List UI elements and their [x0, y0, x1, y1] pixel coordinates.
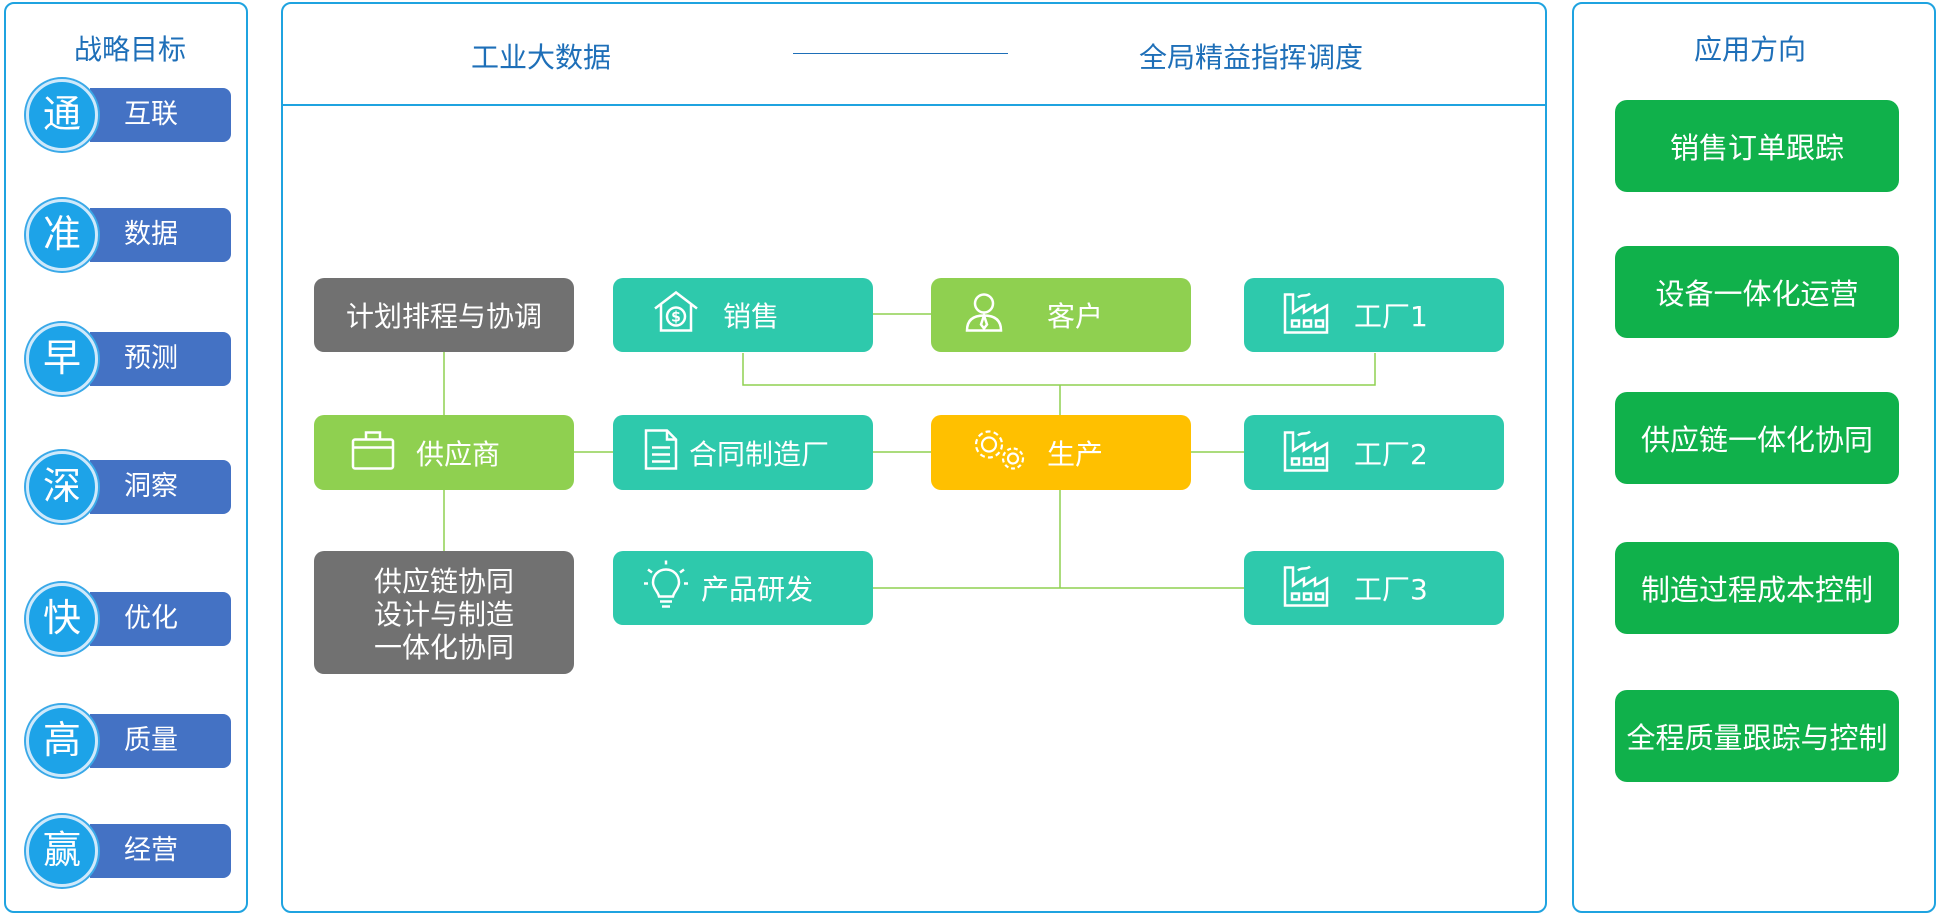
- sales-label: 销售: [723, 300, 780, 333]
- application-item: 销售订单跟踪: [1615, 100, 1899, 192]
- gears-icon: [969, 424, 1031, 481]
- strategy-title: 战略目标: [74, 33, 187, 66]
- briefcase-icon: [350, 427, 396, 478]
- strategy-label: 互联: [90, 88, 231, 142]
- supplier-node: 供应商: [314, 415, 574, 490]
- customer-node: 客户: [931, 278, 1191, 352]
- strategy-label: 数据: [90, 208, 231, 262]
- factory1-label: 工厂1: [1354, 300, 1428, 333]
- plan-node: 计划排程与协调: [314, 278, 574, 352]
- application-title: 应用方向: [1694, 33, 1807, 66]
- supply-chain-line: 设计与制造: [373, 598, 514, 631]
- supply-chain-line: 供应链协同: [373, 565, 514, 598]
- header-divider: [793, 53, 1008, 54]
- strategy-label: 质量: [90, 714, 231, 768]
- application-item: 设备一体化运营: [1615, 246, 1899, 338]
- svg-text:$: $: [671, 310, 681, 326]
- contract-label: 合同制造厂: [689, 437, 830, 471]
- strategy-label: 经营: [90, 824, 231, 878]
- rnd-label: 产品研发: [701, 573, 814, 606]
- sales-node: $ 销售: [613, 278, 873, 352]
- production-node: 生产: [931, 415, 1191, 490]
- production-label: 生产: [1047, 437, 1104, 471]
- application-item: 供应链一体化协同: [1615, 392, 1899, 484]
- lightbulb-icon: [643, 560, 689, 617]
- strategy-char: 快: [26, 583, 98, 655]
- strategy-panel: 战略目标 互联 通 数据 准 预测 早 洞察 深 优化 快 质量 高 经营 赢: [4, 2, 248, 913]
- strategy-label: 优化: [90, 592, 231, 646]
- strategy-label: 预测: [90, 332, 231, 386]
- person-icon: [961, 289, 1007, 342]
- factory3-node: 工厂3: [1244, 551, 1504, 625]
- application-item: 制造过程成本控制: [1615, 542, 1899, 634]
- strategy-char: 早: [26, 323, 98, 395]
- supplier-label: 供应商: [416, 437, 501, 471]
- header-right-title: 全局精益指挥调度: [1139, 41, 1364, 74]
- plan-label: 计划排程与协调: [345, 300, 542, 333]
- money-house-icon: $: [651, 289, 701, 342]
- rnd-node: 产品研发: [613, 551, 873, 625]
- supply-chain-node: 供应链协同 设计与制造 一体化协同: [314, 551, 574, 674]
- factory-icon: [1282, 426, 1330, 479]
- supply-chain-line: 一体化协同: [373, 631, 514, 664]
- strategy-char: 高: [26, 705, 98, 777]
- connector-line: [742, 353, 1376, 386]
- strategy-char: 通: [26, 79, 98, 151]
- application-item: 全程质量跟踪与控制: [1615, 690, 1899, 782]
- factory-icon: [1282, 562, 1330, 615]
- strategy-char: 深: [26, 451, 98, 523]
- strategy-label: 洞察: [90, 460, 231, 514]
- document-icon: [643, 427, 679, 478]
- factory2-node: 工厂2: [1244, 415, 1504, 490]
- header-left-title: 工业大数据: [471, 41, 612, 74]
- strategy-char: 准: [26, 199, 98, 271]
- contract-node: 合同制造厂: [613, 415, 873, 490]
- factory2-label: 工厂2: [1354, 437, 1428, 471]
- header-separator: [283, 104, 1545, 106]
- factory3-label: 工厂3: [1354, 573, 1428, 606]
- strategy-char: 赢: [26, 815, 98, 887]
- factory1-node: 工厂1: [1244, 278, 1504, 352]
- factory-icon: [1282, 289, 1330, 342]
- customer-label: 客户: [1047, 300, 1104, 333]
